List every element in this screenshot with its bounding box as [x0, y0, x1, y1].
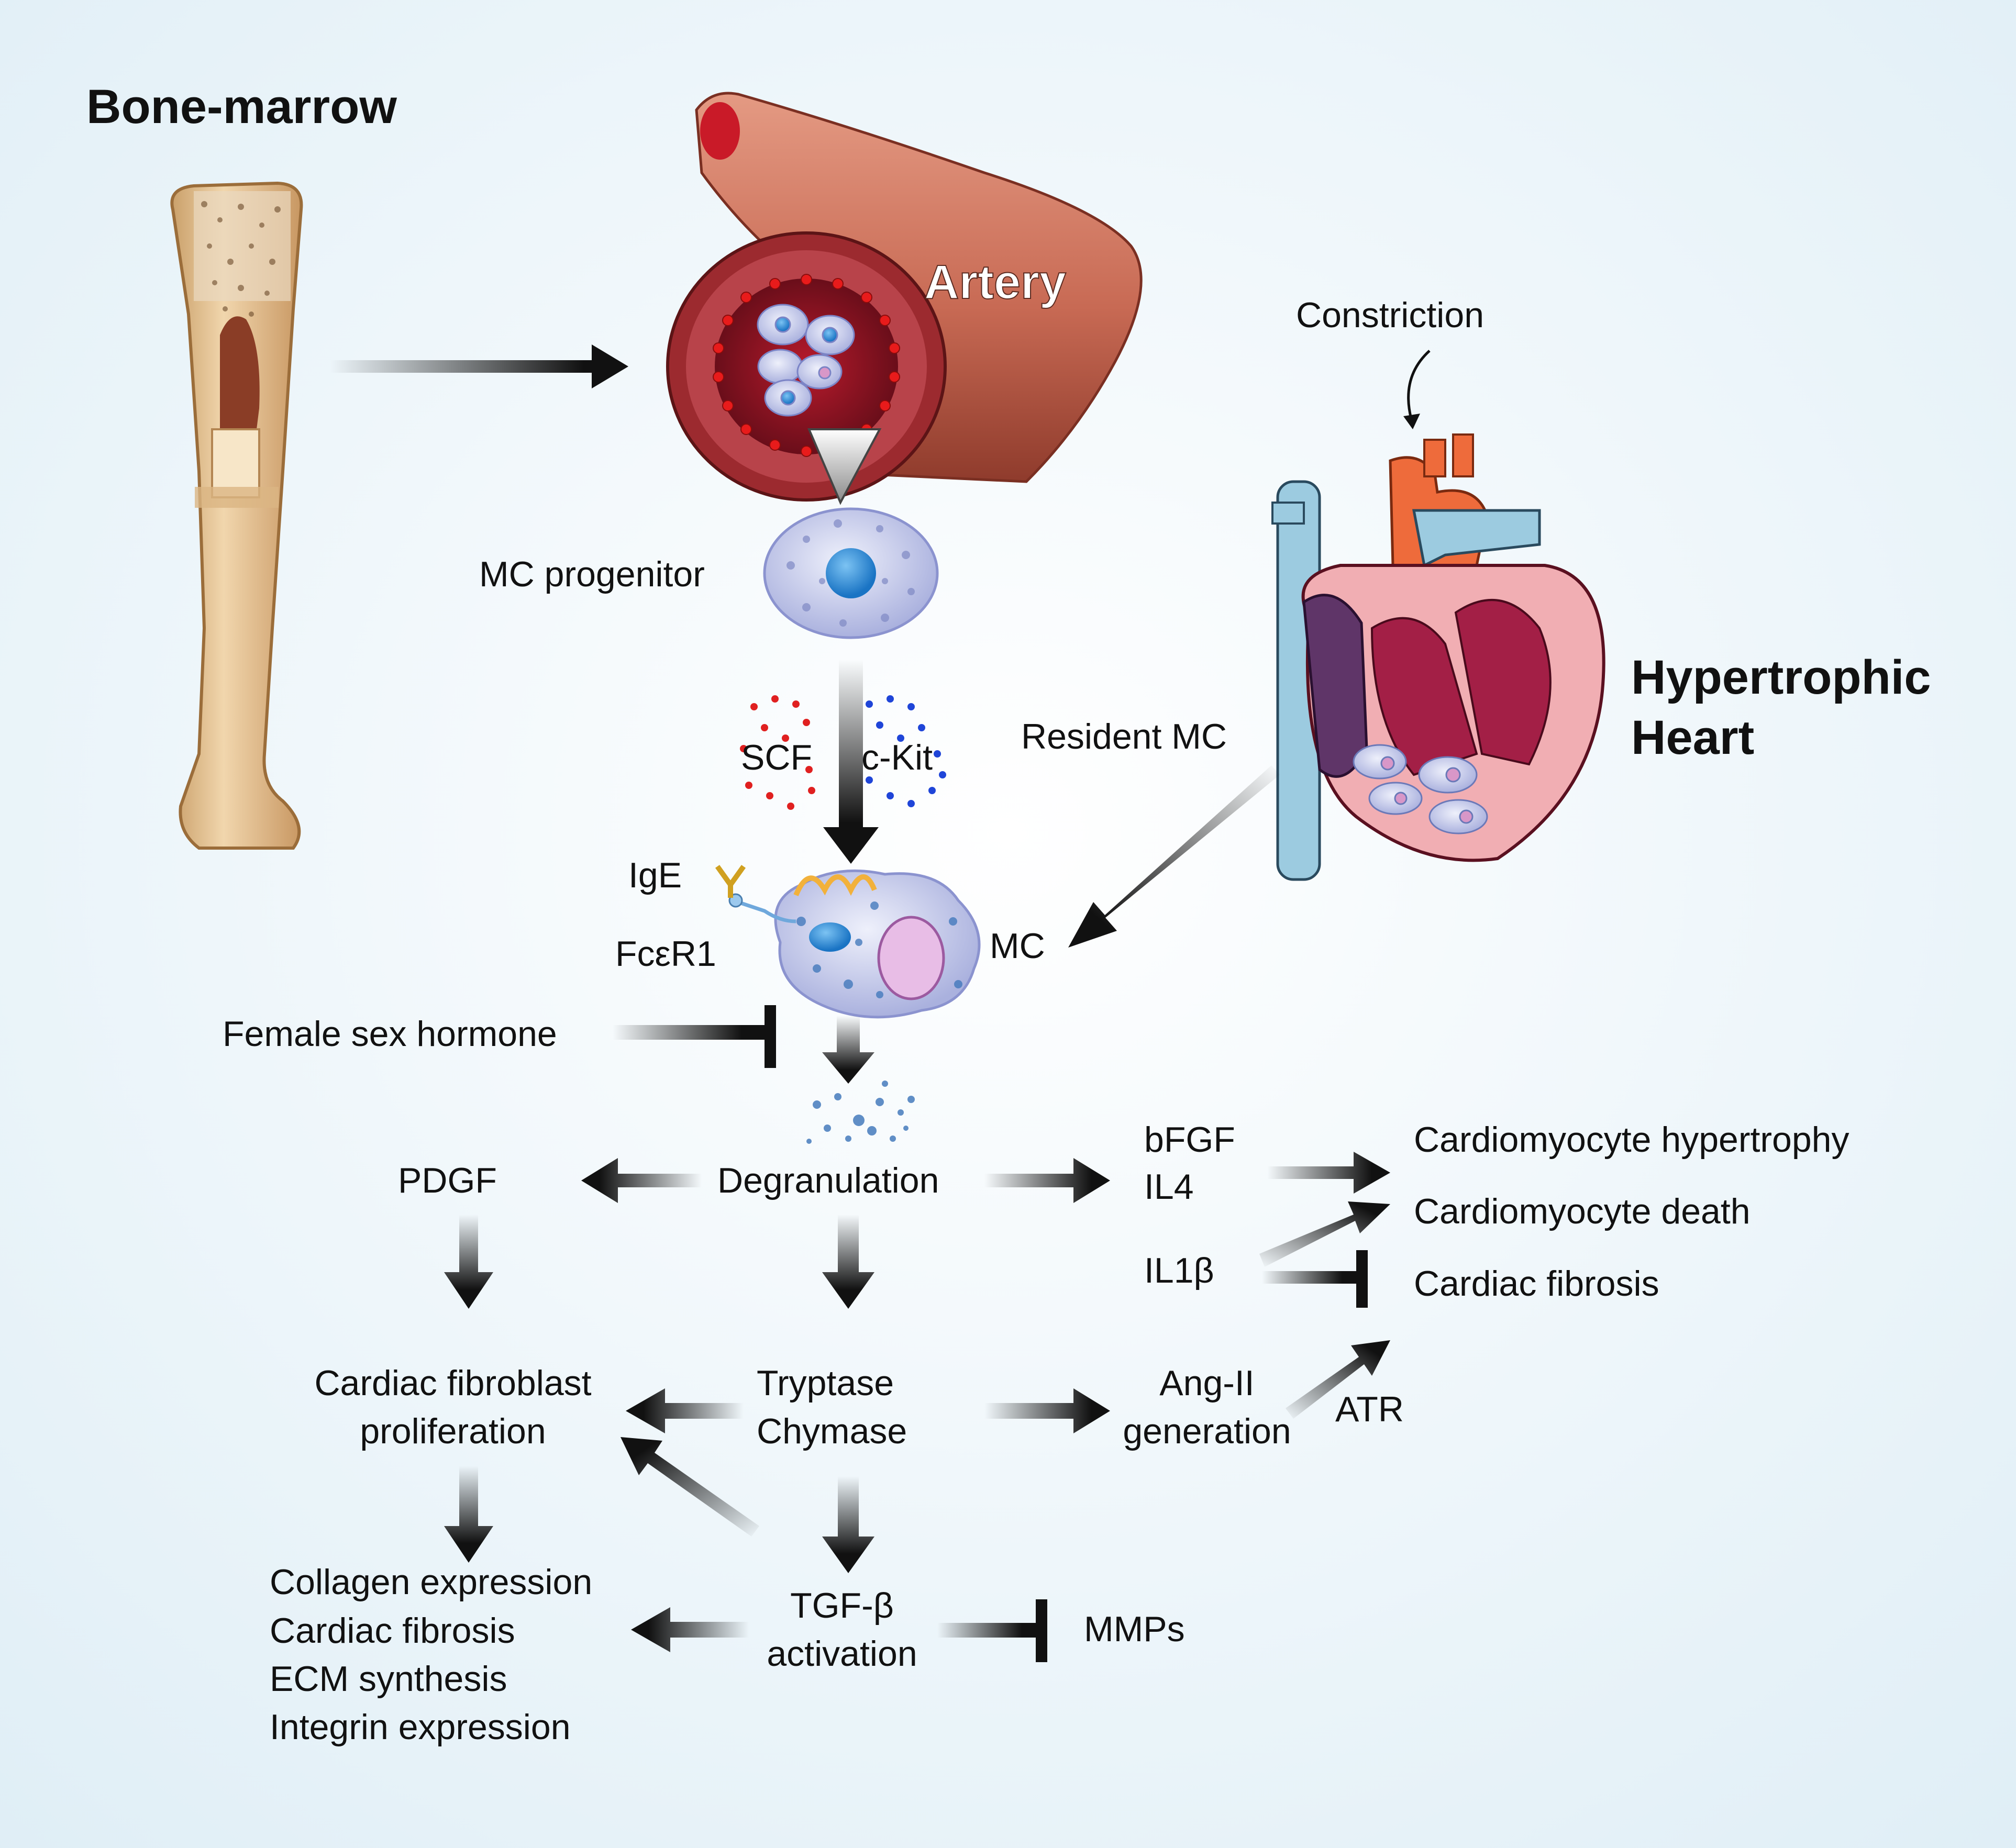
inhibition-tgf-mmps — [937, 1599, 1047, 1662]
fibrosis-list-item: ECM synthesis — [270, 1659, 507, 1699]
granules — [806, 1081, 915, 1144]
arrow-il1b-to-death — [1259, 1201, 1390, 1267]
hypertrophic-heart-illustration — [1271, 433, 1605, 881]
outcome-fibrosis: Cardiac fibrosis — [1414, 1264, 1659, 1304]
heart-label-line2: Heart — [1631, 711, 1754, 764]
fibroblast-label-line1: Cardiac fibroblast — [314, 1363, 591, 1403]
arrow-degranulation-to-pdgf — [581, 1158, 702, 1203]
chymase-label: Chymase — [757, 1411, 907, 1451]
tgf-label-line1: TGF-β — [790, 1586, 894, 1626]
ckit-dots — [866, 695, 946, 807]
constriction-label: Constriction — [1296, 295, 1484, 335]
ang-label-line1: Ang-II — [1159, 1363, 1254, 1403]
bone-marrow-illustration — [170, 181, 303, 850]
fibroblast-label-line2: proliferation — [360, 1411, 546, 1451]
fibrosis-list-item: Cardiac fibrosis — [270, 1611, 515, 1651]
arrows — [330, 344, 1431, 1662]
pdgf-label: PDGF — [398, 1161, 497, 1200]
arrow-bfgf-to-hypertrophy — [1267, 1152, 1390, 1194]
scf-label: SCF — [741, 738, 812, 777]
scf-dots — [740, 695, 815, 810]
arrow-tgf-to-fibroblast — [621, 1437, 759, 1537]
labels: Bone-marrow Artery Constriction Hypertro… — [86, 80, 1931, 1747]
arrow-progenitor-to-mc — [823, 660, 879, 864]
tryptase-label: Tryptase — [757, 1363, 894, 1403]
arrow-atr-to-fibrosis — [1286, 1340, 1390, 1419]
il1b-label: IL1β — [1144, 1251, 1214, 1290]
fibrosis-list-item: Integrin expression — [270, 1707, 571, 1747]
arrow-mc-to-degranulation — [822, 1016, 874, 1084]
ang-label-line2: generation — [1123, 1411, 1291, 1451]
arrow-degranulation-to-tryptase — [822, 1215, 874, 1309]
ckit-label: c-Kit — [861, 738, 933, 777]
fcer1-label: FcεR1 — [615, 934, 716, 974]
arrow-tryptase-to-ang — [984, 1388, 1110, 1433]
inhibition-il1b-fibrosis — [1262, 1250, 1368, 1308]
arrow-degranulation-to-bfgf — [984, 1158, 1110, 1203]
il4-label: IL4 — [1144, 1167, 1194, 1207]
ige-label: IgE — [628, 855, 682, 895]
outcome-death: Cardiomyocyte death — [1414, 1192, 1751, 1231]
arrow-pdgf-to-fibroblast — [444, 1215, 493, 1309]
constriction-pointer — [1407, 350, 1431, 419]
female-sex-hormone-label: Female sex hormone — [223, 1014, 557, 1054]
arrow-tryptase-to-tgf — [822, 1476, 874, 1573]
title-bone-marrow: Bone-marrow — [86, 80, 397, 133]
degranulation-label: Degranulation — [717, 1161, 939, 1200]
artery-label: Artery — [924, 255, 1066, 309]
mc-progenitor-label: MC progenitor — [479, 554, 705, 594]
arrow-tgf-to-collagen — [631, 1607, 749, 1652]
outcome-hypertrophy: Cardiomyocyte hypertrophy — [1414, 1120, 1849, 1160]
tgf-label-line2: activation — [767, 1634, 917, 1674]
mast-cell — [715, 865, 981, 1019]
arrow-bone-to-artery — [330, 344, 628, 388]
arrow-fibroblast-to-collagen — [444, 1466, 493, 1563]
resident-mc-label: Resident MC — [1021, 717, 1227, 756]
arrow-resident-to-mc — [1068, 765, 1280, 948]
artery-illustration — [666, 92, 1143, 505]
mc-progenitor-cell — [763, 507, 939, 639]
arrow-tryptase-to-fibroblast — [626, 1388, 744, 1433]
fibrosis-list-item: Collagen expression — [270, 1562, 592, 1602]
mmps-label: MMPs — [1084, 1609, 1185, 1649]
mc-label: MC — [990, 926, 1045, 966]
inhibition-female-sex-hormone — [613, 1005, 776, 1068]
heart-label-line1: Hypertrophic — [1631, 651, 1931, 704]
bfgf-label: bFGF — [1144, 1120, 1235, 1160]
atr-label: ATR — [1335, 1389, 1404, 1429]
